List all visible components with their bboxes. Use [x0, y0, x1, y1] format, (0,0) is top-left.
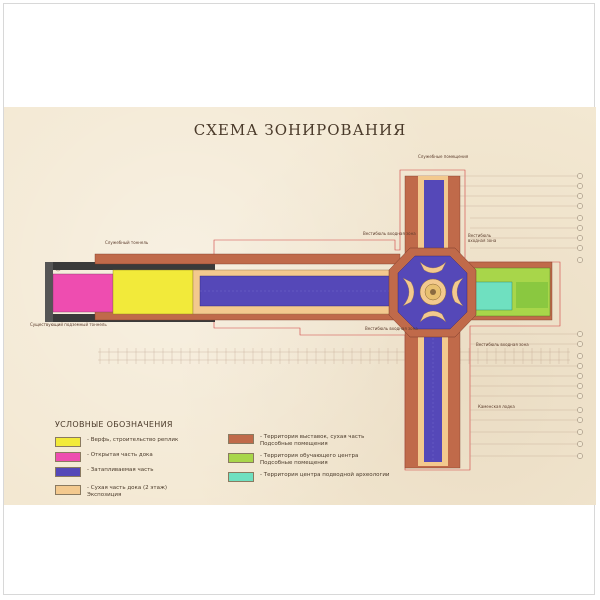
legend-swatch-training-center: [228, 453, 254, 463]
site-outline: [213, 169, 561, 471]
label-entry-zone-east: входная зона: [468, 238, 497, 243]
legend-item-flooded: - Затапливаемая часть: [55, 467, 154, 477]
legend-item-open-dock: - Открытая часть дока: [55, 452, 153, 462]
parchment-sheet: [4, 107, 596, 505]
legend-label-training-center: - Территория обучающего центра Подсобные…: [260, 453, 359, 466]
legend-swatch-shipyard: [55, 437, 81, 447]
label-submerged-tunnel: Существующий подземный тоннель: [30, 322, 107, 327]
legend-label-flooded: - Затапливаемая часть: [87, 467, 154, 473]
legend-swatch-dry-dock: [55, 485, 81, 495]
label-vestibule-north: Вестибюль входная зона: [363, 231, 416, 236]
dimension-grid: [98, 175, 578, 457]
page-title: СХЕМА ЗОНИРОВАНИЯ: [193, 121, 407, 139]
plan-annotations: Служебные помещения Вестибюль входная зо…: [30, 154, 529, 409]
legend-label-dry-dock: - Сухая часть дока (2 этаж) Экспозиция: [87, 485, 168, 498]
legend-label-archaeology: - Территория центра подводной археологии: [260, 472, 390, 478]
legend-swatch-open-dock: [55, 452, 81, 462]
label-service-rooms: Служебные помещения: [418, 154, 469, 159]
legend-label-shipyard: - Верфь, строительство реплик: [87, 437, 179, 443]
east-arm: [461, 261, 553, 321]
label-kaminskaya: Каменская лодка: [478, 404, 515, 409]
legend-item-training-center: - Территория обучающего центра Подсобные…: [228, 453, 358, 467]
legend-swatch-flooded: [55, 467, 81, 477]
label-vestibule-south: Вестибюль входная зона: [476, 342, 529, 347]
legend-label-open-dock: - Открытая часть дока: [87, 452, 153, 458]
legend-item-shipyard: - Верфь, строительство реплик: [55, 437, 178, 447]
label-service-tunnel: Служебный тоннель: [105, 240, 149, 245]
south-arm: [404, 317, 461, 469]
legend-title: УСЛОВНЫЕ ОБОЗНАЧЕНИЯ: [55, 420, 173, 429]
legend-swatch-exhibitions: [228, 434, 254, 444]
dock-body: [45, 253, 401, 322]
legend-item-exhibitions: - Территория выставок, сухая часть Подсо…: [228, 434, 364, 448]
label-vestibule-east: Вестибюль: [468, 233, 492, 238]
legend-item-dry-dock: - Сухая часть дока (2 этаж) Экспозиция: [55, 485, 167, 499]
label-vestibule-west: Вестибюль входная зона: [365, 326, 418, 331]
legend-swatch-archaeology: [228, 472, 254, 482]
legend-label-exhibitions: - Территория выставок, сухая часть Подсо…: [260, 434, 365, 447]
dimension-ticks: [99, 348, 569, 364]
legend-item-archaeology: - Территория центра подводной археологии: [228, 472, 390, 482]
central-hub: [388, 247, 477, 338]
